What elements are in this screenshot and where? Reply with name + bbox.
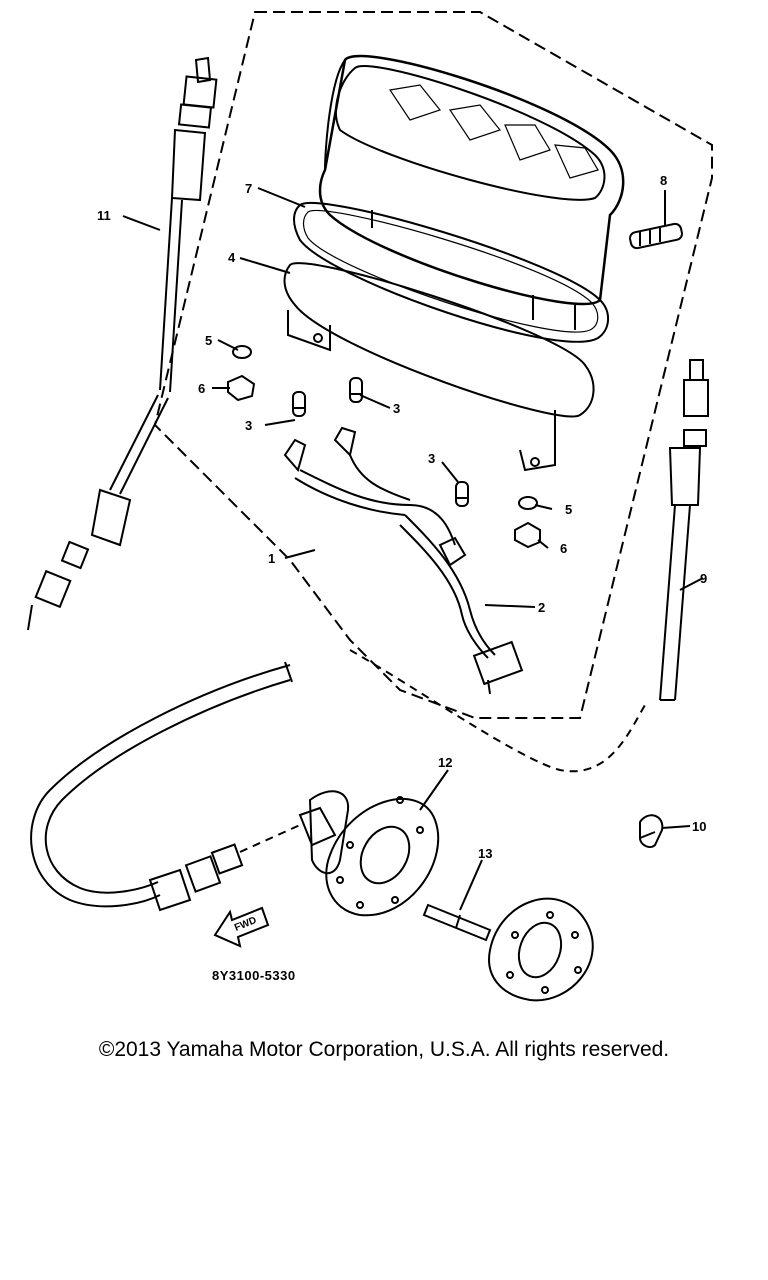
forward-arrow-icon	[213, 906, 270, 948]
callout-7: 7	[245, 181, 252, 196]
gasket-part-7	[293, 201, 609, 343]
callout-10: 10	[692, 819, 706, 834]
callout-12: 12	[438, 755, 452, 770]
clamp-part-10	[639, 814, 664, 848]
callout-5b: 5	[565, 502, 572, 517]
bracket-part-4	[283, 262, 595, 472]
bulb-part-3-a	[292, 391, 306, 417]
callout-13: 13	[478, 846, 492, 861]
callout-3b: 3	[393, 401, 400, 416]
callout-2: 2	[538, 600, 545, 615]
callout-9: 9	[700, 571, 707, 586]
copyright-notice: ©2013 Yamaha Motor Corporation, U.S.A. A…	[98, 1038, 670, 1061]
callout-4: 4	[228, 250, 236, 265]
bulb-part-3-b	[349, 377, 363, 403]
bulb-part-3-c	[455, 481, 469, 507]
speedometer-cable	[30, 649, 646, 912]
drive-plate	[488, 897, 594, 1002]
callout-6a: 6	[198, 381, 205, 396]
washer-part-5-right	[518, 496, 538, 510]
gear-unit-part-12	[298, 790, 440, 917]
callout-6b: 6	[560, 541, 567, 556]
meter-housing	[318, 54, 625, 330]
reference-code: 8Y3100-5330	[212, 968, 296, 983]
parts-diagram: 1 2 3 3 3 4 5 5 6 6 7 8 9 10 11 12 13 FW…	[27, 11, 713, 1002]
callout-3a: 3	[245, 418, 252, 433]
callout-8: 8	[660, 173, 667, 188]
nut-part-6-left	[227, 374, 256, 402]
callout-11: 11	[97, 208, 111, 223]
cable-part-9	[659, 359, 709, 701]
washer-part-5-left	[232, 345, 252, 359]
cable-part-11	[27, 56, 218, 631]
callout-5a: 5	[205, 333, 212, 348]
callout-3c: 3	[428, 451, 435, 466]
knob-part-8	[629, 222, 683, 250]
nut-part-6-right	[514, 521, 541, 549]
callout-1: 1	[268, 551, 275, 566]
wire-harness-part-2	[283, 426, 524, 695]
assembly-boundary	[153, 11, 713, 719]
pin-part-13	[422, 903, 492, 942]
